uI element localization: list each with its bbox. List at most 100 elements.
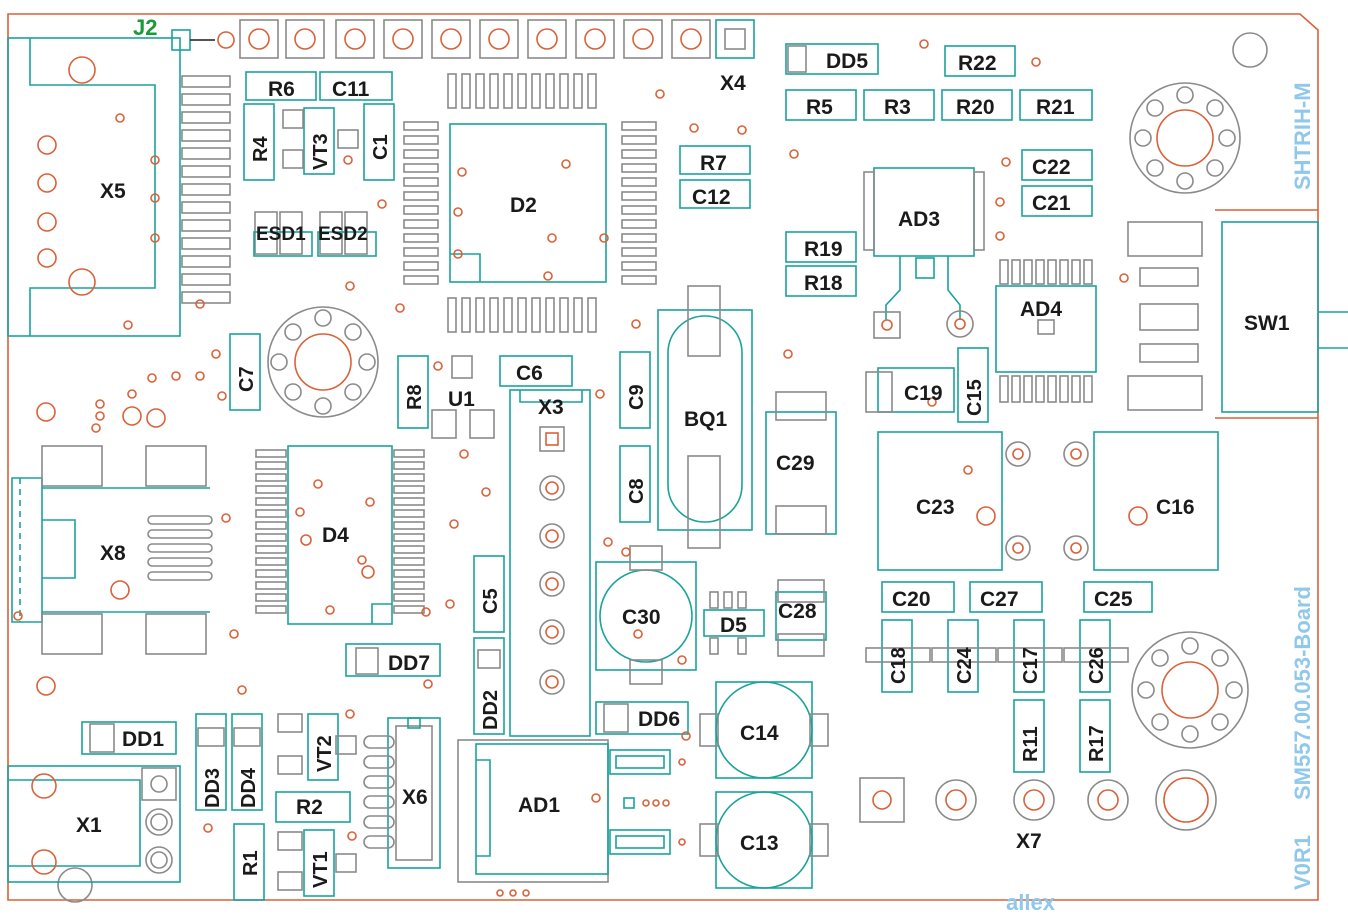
author-label: allex bbox=[1006, 890, 1056, 915]
label-u1: U1 bbox=[448, 388, 475, 411]
label-c15: C15 bbox=[964, 379, 986, 416]
c16-footprint bbox=[1063, 431, 1219, 571]
d2-body bbox=[449, 123, 607, 283]
label-r1: R1 bbox=[240, 850, 262, 876]
label-c9: C9 bbox=[626, 384, 648, 410]
ring-bottom-right bbox=[1131, 631, 1249, 749]
label-vt1: VT1 bbox=[310, 851, 332, 888]
connector-x4 bbox=[171, 19, 755, 59]
label-vt2: VT2 bbox=[314, 735, 336, 772]
label-ad4: AD4 bbox=[1020, 298, 1062, 321]
label-dd1: DD1 bbox=[122, 728, 164, 751]
label-c6: C6 bbox=[516, 362, 543, 385]
label-x3: X3 bbox=[538, 396, 564, 419]
label-r8: R8 bbox=[404, 384, 426, 410]
c30-footprint bbox=[595, 545, 697, 685]
label-c14: C14 bbox=[740, 722, 779, 745]
bq1-footprint bbox=[657, 285, 753, 549]
connector-x6 bbox=[363, 717, 441, 869]
label-c8: C8 bbox=[626, 478, 648, 504]
c29-footprint bbox=[765, 391, 837, 535]
label-c18: C18 bbox=[888, 647, 910, 684]
label-c1: C1 bbox=[370, 134, 392, 160]
ring-top-right bbox=[1129, 82, 1241, 194]
label-dd2: DD2 bbox=[480, 690, 502, 730]
label-ad1: AD1 bbox=[518, 794, 560, 817]
label-esd2: ESD2 bbox=[318, 224, 368, 245]
label-r17: R17 bbox=[1086, 725, 1108, 762]
r4-footprint bbox=[243, 103, 275, 181]
ring-center-left bbox=[267, 306, 379, 418]
label-c17: C17 bbox=[1020, 647, 1042, 684]
label-r4: R4 bbox=[250, 136, 272, 162]
label-dd7: DD7 bbox=[388, 652, 430, 675]
label-c29: C29 bbox=[776, 452, 815, 475]
mounting-holes bbox=[57, 32, 1268, 903]
connector-x8 bbox=[11, 445, 213, 655]
vias bbox=[13, 39, 1129, 841]
board-version: V0R1 bbox=[1290, 835, 1315, 890]
connector-x3 bbox=[509, 389, 591, 737]
label-r6: R6 bbox=[268, 78, 295, 101]
label-x5: X5 bbox=[100, 180, 126, 203]
sw1-footprint bbox=[1127, 221, 1348, 413]
c1-footprint bbox=[363, 103, 395, 181]
label-c5: C5 bbox=[480, 588, 502, 614]
ad3-footprint bbox=[863, 167, 985, 339]
label-r19: R19 bbox=[804, 238, 843, 261]
label-r3: R3 bbox=[884, 96, 911, 119]
label-r2: R2 bbox=[296, 796, 323, 819]
label-c26: C26 bbox=[1086, 647, 1108, 684]
label-r5: R5 bbox=[806, 96, 833, 119]
label-x4: X4 bbox=[720, 72, 746, 95]
label-dd4: DD4 bbox=[238, 767, 260, 808]
label-esd1: ESD1 bbox=[256, 224, 306, 245]
d4-footprint bbox=[255, 445, 425, 625]
connector-x7 bbox=[859, 769, 1217, 831]
connector-x1 bbox=[7, 765, 181, 883]
label-sw1: SW1 bbox=[1244, 312, 1290, 335]
c11-footprint bbox=[319, 71, 393, 101]
board-outline bbox=[7, 13, 1319, 901]
label-c30: C30 bbox=[622, 606, 661, 629]
label-x1: X1 bbox=[76, 814, 102, 837]
label-vt3: VT3 bbox=[310, 133, 332, 170]
label-c22: C22 bbox=[1032, 156, 1071, 179]
label-c25: C25 bbox=[1094, 588, 1133, 611]
product-name: SHTRIH-M bbox=[1290, 82, 1315, 190]
r6-footprint bbox=[245, 71, 317, 101]
label-dd3: DD3 bbox=[202, 768, 224, 808]
ad4-footprint bbox=[995, 259, 1097, 403]
ad1-footprint bbox=[457, 739, 686, 897]
label-x7: X7 bbox=[1016, 830, 1042, 853]
label-c21: C21 bbox=[1032, 192, 1071, 215]
label-r11: R11 bbox=[1020, 726, 1042, 762]
label-r22: R22 bbox=[958, 52, 997, 75]
label-c24: C24 bbox=[954, 646, 976, 684]
label-r7: R7 bbox=[700, 152, 727, 175]
label-ad3: AD3 bbox=[898, 208, 940, 231]
label-c13: C13 bbox=[740, 832, 779, 855]
label-x8: X8 bbox=[100, 542, 126, 565]
vt3-footprint bbox=[303, 107, 335, 175]
label-dd6: DD6 bbox=[638, 708, 680, 731]
label-c7: C7 bbox=[236, 366, 258, 392]
board-name: SM557.00.053-Board bbox=[1290, 586, 1315, 800]
label-r18: R18 bbox=[804, 272, 843, 295]
label-c27: C27 bbox=[980, 588, 1019, 611]
label-r20: R20 bbox=[956, 96, 995, 119]
c23-footprint bbox=[877, 431, 1031, 571]
connector-x5 bbox=[7, 37, 231, 337]
label-dd5: DD5 bbox=[826, 50, 868, 73]
label-d4: D4 bbox=[322, 524, 349, 547]
label-c16: C16 bbox=[1156, 496, 1195, 519]
label-x6: X6 bbox=[402, 786, 428, 809]
label-c19: C19 bbox=[904, 382, 943, 405]
label-bq1: BQ1 bbox=[684, 408, 728, 431]
label-c23: C23 bbox=[916, 496, 955, 519]
label-j2: J2 bbox=[133, 15, 157, 40]
label-c28: C28 bbox=[778, 600, 817, 623]
label-c12: C12 bbox=[692, 186, 731, 209]
label-r21: R21 bbox=[1036, 96, 1075, 119]
